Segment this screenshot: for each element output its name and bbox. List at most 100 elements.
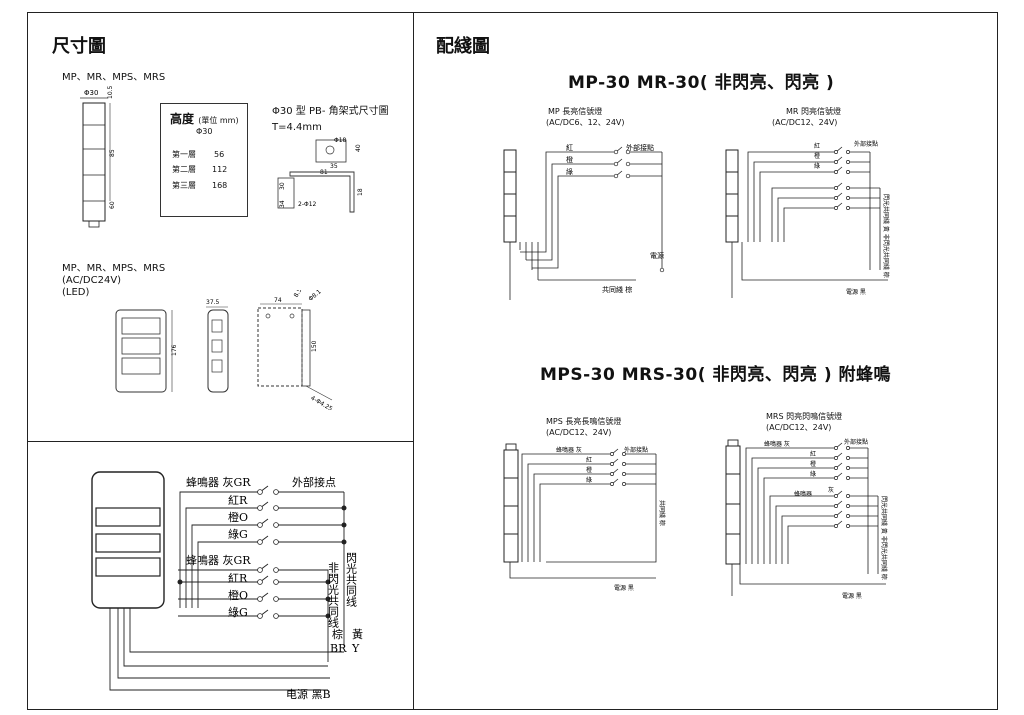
mrs-gray: 灰 xyxy=(828,486,834,494)
mr-green: 綠 xyxy=(814,162,820,170)
dimension-panel-title: 尺寸圖 xyxy=(52,36,106,57)
wiring-heading-mps-mrs: MPS-30 MRS-30( 非閃亮、閃亮 ) 附蜂鳴 xyxy=(540,365,892,385)
mps-buzzer: 蜂鳴器 灰 xyxy=(556,446,582,454)
mp-wiring-diagram: 紅 橙 綠 外部接點 電源 共同綫 棕 xyxy=(503,143,665,300)
large-green-g2: 綠G xyxy=(228,606,248,619)
mp-orange: 橙 xyxy=(566,155,573,164)
led-dim-5: 150 xyxy=(311,340,318,352)
mps-orange: 橙 xyxy=(586,466,592,474)
mr-voltage: (AC/DC12、24V) xyxy=(772,118,838,127)
mrs-title: MRS 閃亮閃鳴信號燈 xyxy=(766,412,843,421)
mr-title: MR 閃亮信號燈 xyxy=(786,107,842,116)
bracket-dim-6: 18 xyxy=(357,188,364,196)
large-green-g: 綠G xyxy=(228,528,248,541)
led-dim-6: 4-Φ4.25 xyxy=(309,395,333,410)
bracket-thickness: T=4.4mm xyxy=(272,122,322,133)
dim-diameter-label: Φ30 xyxy=(84,89,98,97)
bracket-dim-7: 40 xyxy=(355,144,362,152)
mr-orange: 橙 xyxy=(814,152,820,160)
large-orange-o: 橙O xyxy=(228,510,248,524)
large-br: BR xyxy=(330,642,347,655)
height-row-1-layer: 第一層 xyxy=(172,150,196,159)
mr-wiring-diagram: 紅 橙 綠 外部接點 閃光共同綫 黃 非閃光共同綫 棕 電源 黑 xyxy=(725,140,890,298)
wiring-panel-frame xyxy=(413,12,998,710)
height-table-title: 高度 (單位 mm) xyxy=(170,110,239,127)
mrs-orange: 橙 xyxy=(810,460,816,468)
bracket-title: Φ30 型 PB- 角架式尺寸圖 xyxy=(272,106,389,117)
mp-green: 綠 xyxy=(566,167,573,176)
tower-dimension-drawing: Φ30 10.5 85 60 xyxy=(80,85,116,228)
mrs-red: 紅 xyxy=(810,450,816,458)
height-table-box xyxy=(160,103,248,217)
bracket-dim-5: 2-Φ12 xyxy=(298,201,317,208)
mp-title: MP 長亮信號燈 xyxy=(548,107,603,116)
models-led-line2: (AC/DC24V) xyxy=(62,275,122,286)
wiring-heading-mp-mr: MP-30 MR-30( 非閃亮、閃亮 ) xyxy=(568,73,835,93)
mrs-wiring-diagram: 蜂鳴器 灰 外部接點 紅 橙 綠 蜂鳴器 灰 閃光共同綫 黃 非閃光共同綫 棕 … xyxy=(725,438,888,600)
led-dim-4: Φ8.1 xyxy=(307,290,323,303)
height-title-text: 高度 xyxy=(170,112,195,126)
height-row-2-layer: 第二層 xyxy=(172,165,196,174)
height-row-2-value: 112 xyxy=(212,165,228,174)
led-dim-0: 176 xyxy=(171,344,178,356)
large-diagram-frame xyxy=(27,441,414,710)
height-row-3-layer: 第三層 xyxy=(172,181,196,190)
mrs-buzzer: 蜂鳴器 灰 xyxy=(764,440,790,448)
mps-power: 電源 黑 xyxy=(614,584,634,592)
models-led-line1: MP、MR、MPS、MRS xyxy=(62,263,166,274)
mrs-power: 電源 黑 xyxy=(842,592,862,600)
mps-ext: 外部接點 xyxy=(624,446,648,454)
bracket-dim-2: 81 xyxy=(320,169,328,176)
large-brown: 棕 xyxy=(332,627,343,641)
bracket-dim-1: 35 xyxy=(330,163,338,170)
bracket-dim-0: Φ18 xyxy=(334,137,347,144)
mps-red: 紅 xyxy=(586,456,592,464)
large-flash-label: 閃光共同线 xyxy=(345,552,358,607)
models-led-line3: (LED) xyxy=(62,287,90,298)
led-dimension-drawing: 176 37.5 74 8.5 Φ8.1 150 4-Φ4.25 xyxy=(115,290,334,410)
bracket-dim-4: 34 xyxy=(279,200,286,208)
mp-red: 紅 xyxy=(566,143,573,152)
height-diameter-text: Φ30 xyxy=(196,127,213,136)
mp-ext: 外部接點 xyxy=(626,143,654,152)
large-ext-contact: 外部接点 xyxy=(292,475,336,489)
large-buzzer-gr: 蜂鳴器 灰GR xyxy=(186,475,251,489)
mps-voltage: (AC/DC12、24V) xyxy=(546,428,612,437)
mr-red: 紅 xyxy=(814,142,820,150)
mr-ext: 外部接點 xyxy=(854,140,878,148)
mps-title: MPS 長亮長鳴信號燈 xyxy=(546,417,622,426)
dim-top-label: 10.5 xyxy=(107,85,114,99)
mrs-buzzer2: 蜂鳴器 xyxy=(794,490,812,498)
mps-wiring-diagram: 蜂鳴器 灰 紅 橙 綠 外部接點 共同綫 棕 電源 黑 xyxy=(503,443,666,592)
bracket-dim-3: 30 xyxy=(279,182,286,190)
large-nonflash-label: 非閃光共同线 xyxy=(327,562,340,628)
height-row-1-value: 56 xyxy=(214,150,225,159)
mrs-ext: 外部接點 xyxy=(844,438,868,446)
large-wiring-diagram: 蜂鳴器 灰GR 外部接点 紅R 橙O 綠G 蜂鳴器 灰GR 紅R 橙O 綠G xyxy=(91,471,363,701)
large-buzzer-gr2: 蜂鳴器 灰GR xyxy=(186,553,251,567)
mrs-vertical-label: 閃光共同綫 黃 非閃光共同綫 棕 xyxy=(880,496,888,580)
large-orange-o2: 橙O xyxy=(228,588,248,602)
mrs-voltage: (AC/DC12、24V) xyxy=(766,423,832,432)
large-red-r: 紅R xyxy=(228,494,248,507)
led-dim-2: 74 xyxy=(274,297,282,304)
large-red-r2: 紅R xyxy=(228,572,248,585)
large-yellow: 黃 xyxy=(352,628,363,641)
mp-power: 電源 xyxy=(650,251,664,260)
bracket-drawing: Φ18 35 81 30 34 2-Φ12 18 40 xyxy=(277,137,364,213)
mr-power: 電源 黑 xyxy=(846,288,866,296)
mp-common: 共同綫 棕 xyxy=(602,285,632,294)
mps-green: 綠 xyxy=(586,476,592,484)
led-dim-1: 37.5 xyxy=(206,299,220,306)
models-label-top: MP、MR、MPS、MRS xyxy=(62,72,166,83)
mrs-green: 綠 xyxy=(810,470,816,478)
dim-85-label: 85 xyxy=(109,149,116,157)
height-unit-text: (單位 mm) xyxy=(198,116,239,125)
large-power: 电源 黑B xyxy=(286,687,331,701)
led-dim-3: 8.5 xyxy=(293,290,304,299)
mps-common: 共同綫 棕 xyxy=(658,500,666,526)
dim-60-label: 60 xyxy=(109,201,116,209)
large-y: Y xyxy=(351,642,360,655)
wiring-panel-title: 配綫圖 xyxy=(436,36,490,57)
height-row-3-value: 168 xyxy=(212,181,228,190)
